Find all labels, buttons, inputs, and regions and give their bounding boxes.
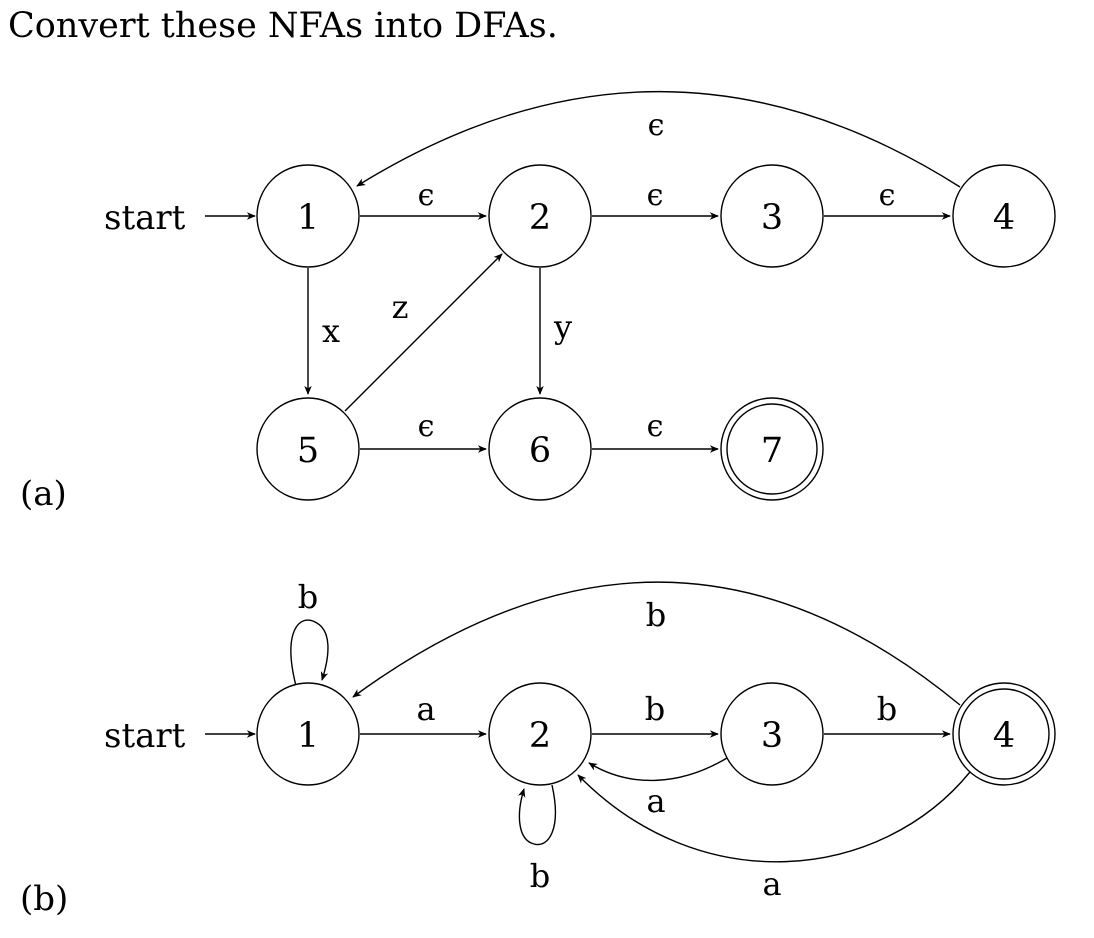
nfa-a-state-1-label: 1 [297, 198, 319, 238]
nfa-a-edge-1-5-label: x [322, 312, 340, 350]
nfa-b-start-label: start [104, 716, 186, 756]
nfa-b-state-1: 1 [256, 682, 360, 786]
nfa-b-state-2: 2 [488, 682, 592, 786]
nfa-a-state-6: 6 [488, 397, 592, 501]
nfa-a-state-4: 4 [952, 164, 1056, 268]
nfa-b-edge-4-1-label: b [646, 596, 666, 634]
nfa-b-loop-2-label: b [530, 857, 550, 895]
nfa-b-state-1-label: 1 [297, 716, 319, 756]
nfa-a-edge-2-3-label: ϵ [647, 178, 664, 213]
nfa-b-edge-1-2-label: a [416, 690, 435, 728]
instruction-text: Convert these NFAs into DFAs. [8, 6, 558, 46]
nfa-a-state-7-accepting: 7 [720, 397, 824, 501]
nfa-b-state-3: 3 [720, 682, 824, 786]
nfa-a-state-6-label: 6 [529, 431, 551, 471]
nfa-a-state-7-label: 7 [761, 431, 783, 471]
nfa-a-state-2: 2 [488, 164, 592, 268]
diagram-a-tag: (a) [20, 474, 67, 514]
nfa-a-edge-5-6-label: ϵ [418, 409, 435, 444]
nfa-a-state-2-label: 2 [529, 198, 551, 238]
nfa-a-edge-2-6-label: y [553, 308, 572, 346]
nfa-a-state-1: 1 [256, 164, 360, 268]
nfa-b-loop-2 [518, 784, 557, 846]
nfa-b-state-4-label: 4 [993, 716, 1015, 756]
nfa-a-state-3-label: 3 [761, 198, 783, 238]
nfa-b-state-4-accepting: 4 [952, 682, 1056, 786]
nfa-b: (b) start b a b b b a b a [20, 578, 1056, 919]
nfa-b-loop-1 [290, 619, 329, 687]
nfa-a-state-5-label: 5 [297, 431, 319, 471]
nfa-b-edge-3-4-label: b [877, 690, 897, 728]
nfa-a-edge-5-2 [344, 253, 503, 412]
nfa-b-edge-4-2-label: a [762, 865, 781, 903]
nfa-a-edge-3-4-label: ϵ [879, 178, 896, 213]
nfa-a-edge-4-1-label: ϵ [648, 108, 665, 143]
nfa-b-edge-4-2 [577, 771, 971, 863]
nfa-a-state-5: 5 [256, 397, 360, 501]
nfa-b-edge-4-1 [352, 581, 961, 706]
diagram-b-tag: (b) [20, 879, 68, 919]
nfa-a-state-3: 3 [720, 164, 824, 268]
nfa-b-loop-1-label: b [298, 578, 318, 616]
nfa-a-edge-6-7-label: ϵ [647, 409, 664, 444]
nfa-a-edge-4-1 [356, 90, 961, 188]
nfa-a-start-label: start [104, 198, 186, 238]
nfa-b-state-3-label: 3 [761, 716, 783, 756]
nfa-a-state-4-label: 4 [993, 198, 1015, 238]
nfa-b-edge-3-2-label: a [646, 782, 665, 820]
nfa-b-edge-3-2 [588, 757, 728, 782]
nfa-a-edge-5-2-label: z [392, 288, 409, 326]
nfa-b-state-2-label: 2 [529, 716, 551, 756]
nfa-a: (a) start ϵ ϵ ϵ ϵ x z y ϵ ϵ [20, 90, 1056, 514]
nfa-b-edge-2-3-label: b [645, 690, 665, 728]
nfa-a-edge-1-2-label: ϵ [418, 178, 435, 213]
